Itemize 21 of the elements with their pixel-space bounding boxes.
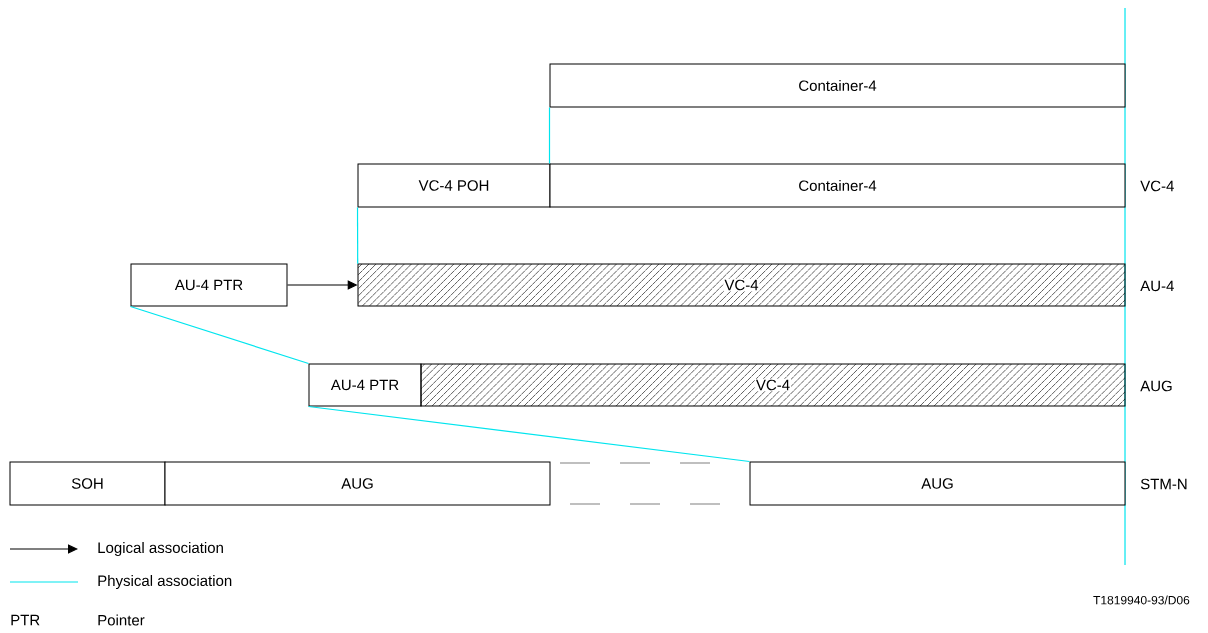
frame-box: AUG xyxy=(749,461,1126,506)
association-line xyxy=(307,405,751,463)
frame-box: Container-4 xyxy=(549,63,1126,108)
row-label: AUG xyxy=(1140,380,1172,392)
row-label: PTR xyxy=(11,614,40,626)
row-label: STM-N xyxy=(1140,478,1187,490)
row-label: VC-4 xyxy=(1140,180,1174,192)
row-label: Pointer xyxy=(98,614,145,626)
hatched-box: VC-4 xyxy=(420,363,1126,407)
legend-text: Logical association xyxy=(98,542,223,556)
association-line xyxy=(356,206,359,265)
legend-text: Physical association xyxy=(98,575,232,589)
frame-box: SOH xyxy=(9,461,166,506)
row-label: T1819940-93/D06 xyxy=(1093,595,1190,605)
pointer-box: AU-4 PTR xyxy=(130,263,288,307)
hatched-box: VC-4 xyxy=(357,263,1126,307)
frame-box: VC-4 POH xyxy=(357,163,551,208)
row-label: AU-4 xyxy=(1140,280,1174,292)
frame-box: AU-4 PTR xyxy=(308,363,422,407)
association-line xyxy=(129,305,310,365)
association-line xyxy=(548,106,551,165)
